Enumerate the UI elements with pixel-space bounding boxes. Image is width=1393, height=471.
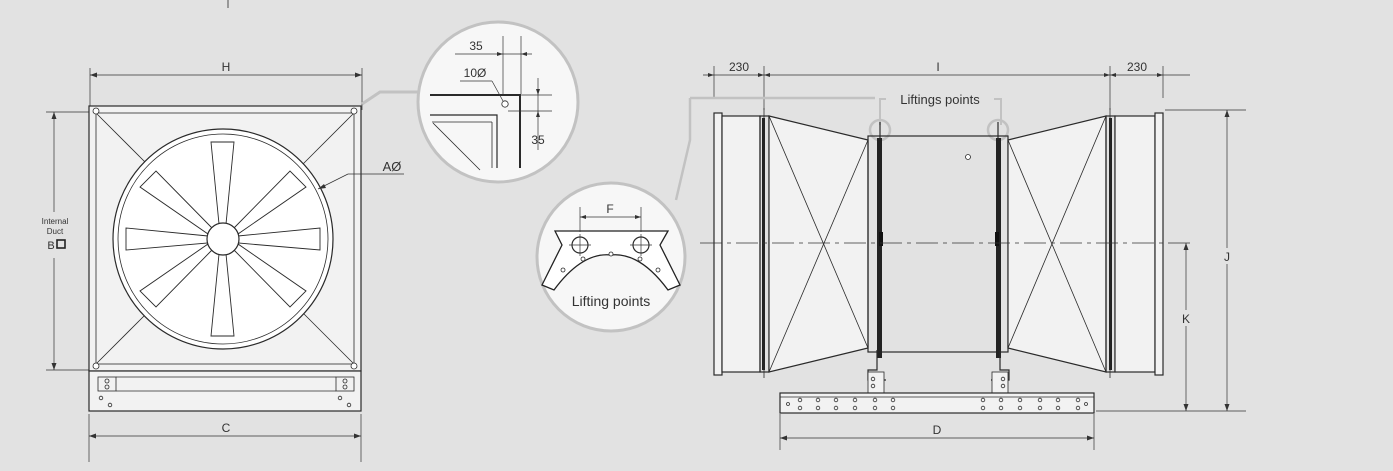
left-cone [768, 115, 869, 373]
lifting-points-label: Liftings points [900, 92, 980, 107]
dim-h-label: H [222, 60, 231, 74]
dim-k-label: K [1182, 312, 1190, 326]
side-view: 230 I 230 Liftings points [700, 60, 1246, 450]
dim-right-230: 230 [1127, 60, 1147, 74]
lifting-span-label: F [606, 202, 613, 216]
detail-dim-top: 35 [469, 39, 483, 53]
dim-j-label: J [1224, 250, 1230, 264]
right-duct-section [1114, 115, 1156, 373]
dim-i-label: I [936, 60, 939, 74]
corner-detail-circle [416, 20, 580, 184]
square-symbol-icon [56, 239, 66, 249]
lifting-detail: F Lifting points [535, 96, 875, 333]
lifting-detail-circle [535, 181, 687, 333]
dim-c-label: C [222, 421, 231, 435]
center-casing [867, 135, 1009, 353]
dim-d-label: D [933, 423, 942, 437]
detail-leader-line [361, 90, 430, 106]
duct-label-line1: Internal [42, 217, 69, 226]
duct-label-line2: Duct [47, 227, 64, 236]
diameter-label: AØ [383, 159, 402, 174]
front-view: H Internal Duct B [38, 60, 404, 462]
left-duct-section [721, 115, 761, 373]
lifting-caption: Lifting points [572, 293, 651, 309]
side-base-rail [779, 392, 1095, 414]
dim-left-230: 230 [729, 60, 749, 74]
corner-detail: 35 35 10Ø [361, 20, 580, 184]
fan-hub [206, 222, 240, 256]
right-cone [1007, 115, 1107, 373]
detail-hole-label: 10Ø [464, 66, 487, 80]
lifting-leader-line [674, 98, 692, 201]
duct-label-line3: B [47, 240, 54, 252]
detail-dim-side: 35 [531, 133, 545, 147]
